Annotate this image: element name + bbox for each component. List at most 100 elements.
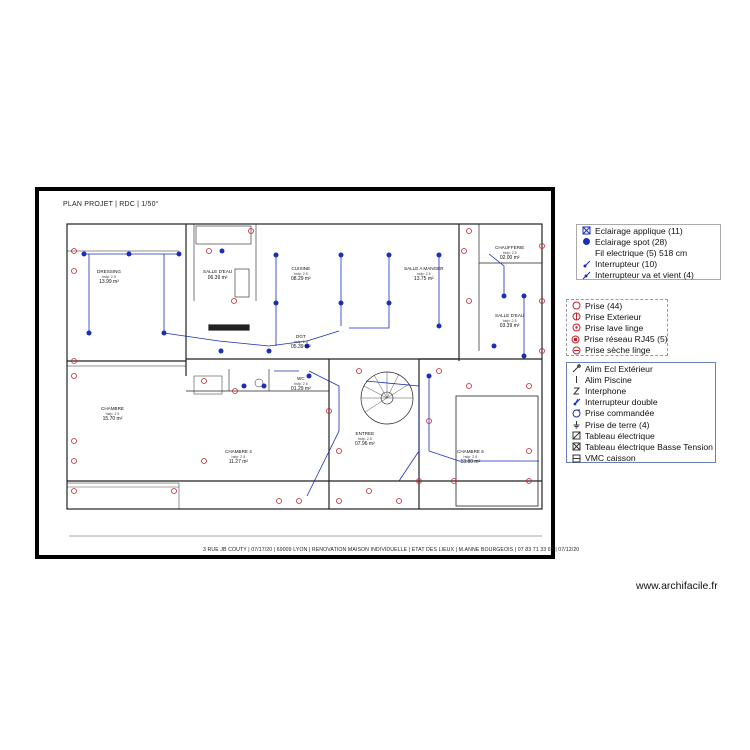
room-cuisine: CUISINE hsfp: 2.5 08.29 m² [291, 266, 311, 282]
legend-lighting: Eclairage applique (11) Eclairage spot (… [576, 224, 721, 280]
wire-icon [581, 248, 591, 258]
legend-label: Prise de terre (4) [585, 419, 650, 430]
room-name: CHAMBRE [101, 406, 124, 411]
room-area: 08.29 m² [291, 275, 311, 282]
legend-item: Interphone [567, 385, 715, 396]
room-chambre: CHAMBRE hsfp: 2.5 15.70 m² [101, 406, 124, 422]
outdoor-socket-icon [571, 312, 581, 322]
legend-label: Eclairage applique (11) [595, 225, 683, 236]
legend-item: Interrupteur (10) [577, 259, 720, 270]
room-area: 02.00 m² [499, 254, 520, 261]
legend-label: Tableau électrique Basse Tension [585, 441, 713, 452]
legend-label: Tableau électrique [585, 430, 655, 441]
legend-item: Prise de terre (4) [567, 419, 715, 430]
legend-item: Prise sèche linge [567, 345, 667, 356]
legend-label: Fil electrique (5) 518 cm [595, 247, 688, 258]
legend-label: Interrupteur (10) [595, 259, 658, 270]
room-area: 13.99 m² [99, 278, 119, 285]
room-height: hsfp: 2.5 [502, 318, 517, 323]
legend-item: VMC caisson [567, 453, 715, 464]
legend-label: Prise Exterieur [585, 311, 642, 322]
plan-walls [66, 223, 543, 537]
room-height: hsfp: 2.5 [416, 271, 431, 276]
legend-item: Eclairage applique (11) [577, 225, 720, 236]
room-chambre-4: CHAMBRE 4 hsfp: 2.5 11.27 m² [225, 449, 252, 465]
room-area: 05.39 m² [291, 343, 311, 350]
room-name: DGT [296, 334, 306, 339]
legend-label: Prise (44) [585, 300, 623, 311]
room-name: CHAMBRE 5 [457, 449, 484, 454]
room-name: DRESSING [97, 269, 121, 274]
plan-title: PLAN PROJET | RDC | 1/50° [63, 201, 159, 208]
room-chaufferie: CHAUFFERIE hsfp: 2.5 02.00 m² [495, 245, 524, 261]
room-area: 01.29 m² [291, 385, 311, 392]
wiring-lines [84, 253, 539, 497]
room-name: SALLE D'EAU [495, 313, 525, 318]
plan-footer: 3 RUE JB COUTY | 07/17/20 | 69009 LYON |… [203, 547, 580, 553]
legend-item: Fil electrique (5) 518 cm [577, 247, 720, 258]
spotlight-icon [581, 237, 591, 247]
intercom-icon [571, 386, 581, 396]
room-height: hsfp: 2.5 [293, 339, 308, 344]
room-dgt: DGT hsfp: 2.5 05.39 m² [291, 334, 311, 350]
washer-socket-icon [571, 323, 581, 333]
light-fixtures [81, 248, 527, 389]
room-dressing: DRESSING hsfp: 2.5 13.99 m² [97, 269, 121, 285]
room-name: WC [297, 376, 305, 381]
legend-label: Eclairage spot (28) [595, 236, 668, 247]
legend-item: Prise réseau RJ45 (5) [567, 334, 668, 345]
socket-symbols [71, 228, 545, 504]
legend-label: Interrupteur va et vient (4) [595, 270, 694, 281]
site-credit: www.archifacile.fr [636, 580, 718, 592]
room-name: SALLE A MANGER [404, 266, 444, 271]
room-chambre-5: CHAMBRE 5 hsfp: 2.5 13.80 m² [457, 449, 484, 465]
legend-label: Prise lave linge [585, 322, 644, 333]
room-height: hsfp: 2.5 [357, 436, 372, 441]
outdoor-light-feed-icon [571, 364, 581, 374]
room-entree: ENTREE hsfp: 2.5 07.96 m² [355, 431, 375, 447]
room-height: hsfp: 2.5 [463, 454, 478, 459]
room-salle-deau-2: SALLE D'EAU hsfp: 2.5 03.39 m² [495, 313, 524, 329]
legend-item: Interrupteur double [567, 397, 715, 408]
room-salle-a-manger: SALLE A MANGER hsfp: 2.5 13.75 m² [404, 266, 444, 282]
legend-item: Prise commandée [567, 408, 715, 419]
room-height: hsfp: 2.5 [102, 274, 116, 279]
legend-item: Alim Piscine [567, 374, 715, 385]
legend-label: Prise sèche linge [585, 345, 651, 356]
room-name: SALLE D'EAU [203, 269, 233, 274]
rj45-socket-icon [571, 334, 580, 344]
legend-item: Eclairage spot (28) [577, 236, 720, 247]
plan-sheet: PLAN PROJET | RDC | 1/50° [35, 187, 579, 559]
room-area: 13.75 m² [413, 275, 434, 282]
room-wc: WC hsfp: 2.5 01.29 m² [291, 376, 311, 392]
room-area: 03.39 m² [499, 322, 520, 329]
room-name: CUISINE [291, 266, 311, 271]
legend-label: Interphone [585, 385, 627, 396]
room-name: CHAUFFERIE [495, 245, 525, 250]
legend-label: VMC caisson [585, 453, 636, 464]
legend-item: Interrupteur va et vient (4) [577, 270, 720, 281]
low-voltage-panel-icon [571, 442, 581, 452]
room-height: hsfp: 2.5 [231, 454, 246, 459]
room-salle-deau-1: SALLE D'EAU 06.39 m² [203, 269, 232, 281]
room-area: 15.70 m² [102, 415, 123, 422]
legend-label: Interrupteur double [585, 397, 658, 408]
pool-feed-icon [571, 375, 581, 385]
room-area: 13.80 m² [460, 458, 481, 465]
controlled-socket-icon [571, 408, 581, 418]
two-way-switch-icon [581, 270, 591, 280]
legend-item: Prise (44) [567, 300, 667, 311]
legend-misc: Alim Ecl Extérieur Alim Piscine Interpho… [566, 362, 716, 463]
room-area: 07.96 m² [355, 440, 375, 447]
dryer-socket-icon [571, 345, 581, 355]
room-height: hsfp: 2.5 [293, 271, 308, 276]
legend-label: Alim Piscine [585, 374, 632, 385]
legend-item: Tableau électrique Basse Tension [567, 441, 715, 452]
legend-sockets: Prise (44) Prise Exterieur Prise lave li… [566, 299, 668, 356]
legend-label: Alim Ecl Extérieur [585, 363, 653, 374]
legend-label: Prise réseau RJ45 (5) [584, 334, 668, 345]
legend-item: Prise Exterieur [567, 311, 667, 322]
legend-item: Tableau électrique [567, 430, 715, 441]
legend-item: Prise lave linge [567, 322, 667, 333]
switch-icon [581, 259, 591, 269]
